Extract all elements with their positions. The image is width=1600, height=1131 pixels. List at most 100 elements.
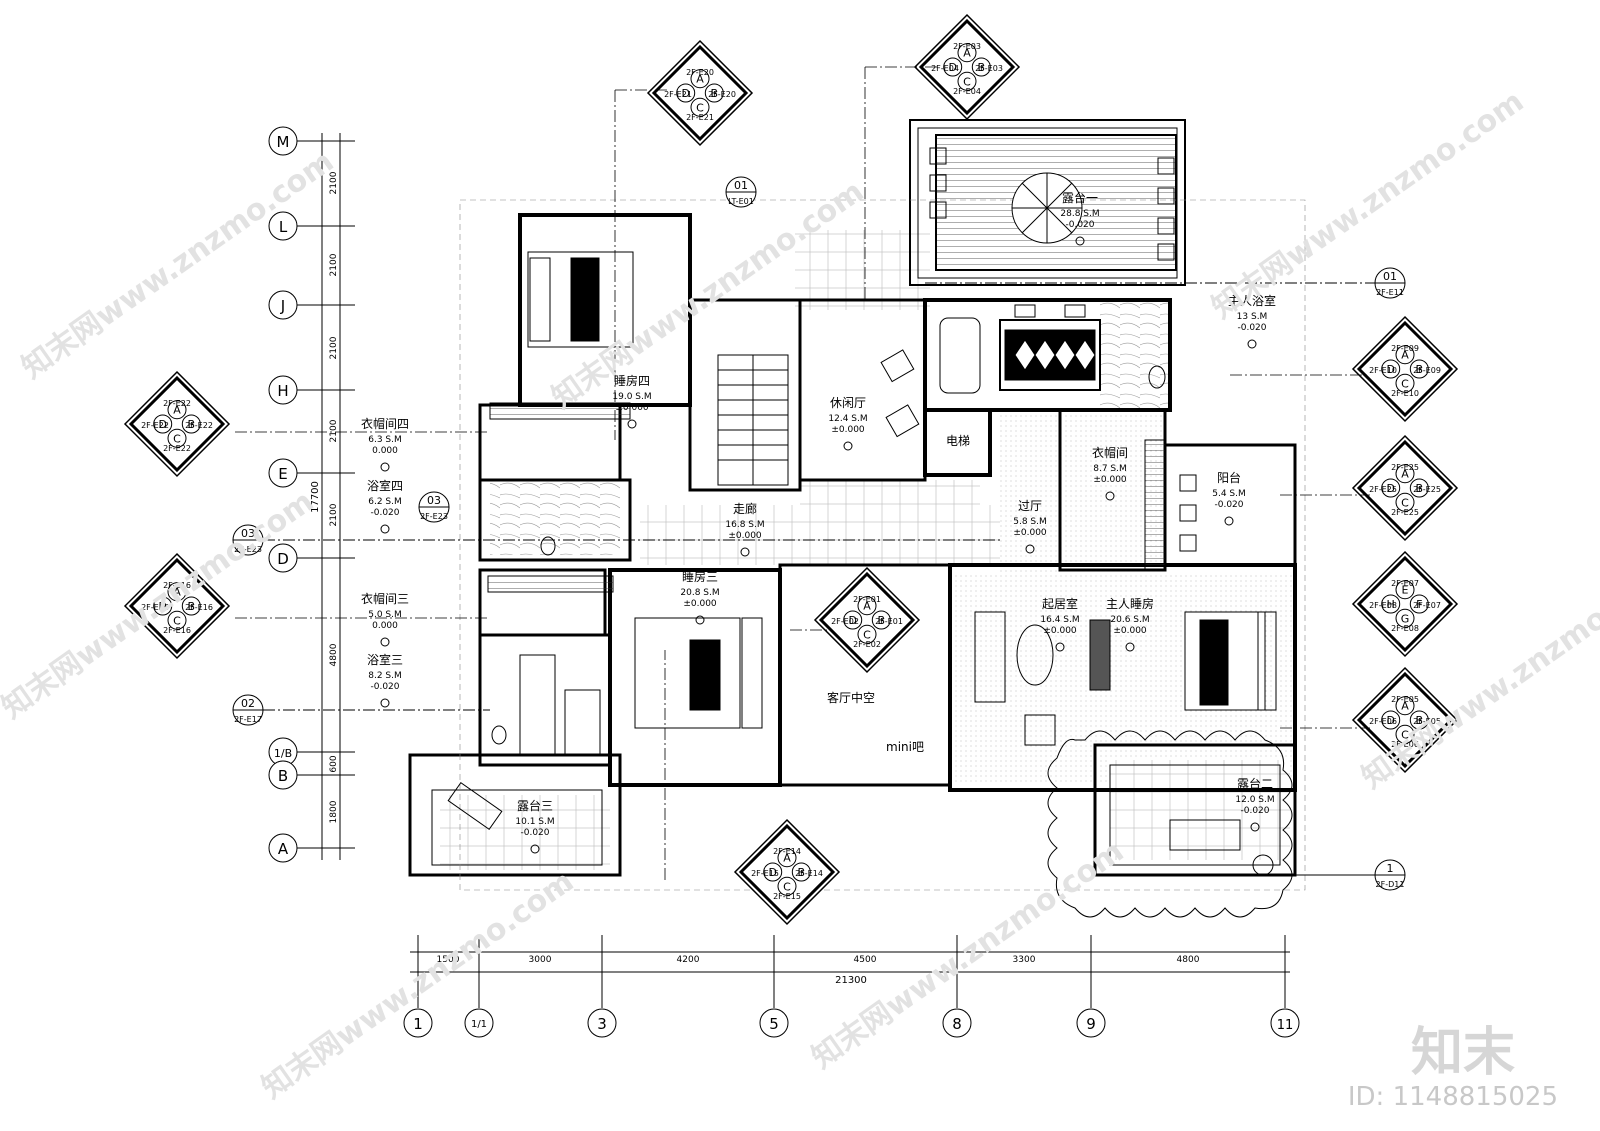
brand-logo: 知末 xyxy=(1410,1023,1515,1083)
svg-text:01: 01 xyxy=(734,179,748,192)
svg-text:G: G xyxy=(1401,612,1410,625)
svg-text:03: 03 xyxy=(241,527,255,540)
svg-text:2F-E23: 2F-E23 xyxy=(234,545,262,554)
svg-text:2F-E14: 2F-E14 xyxy=(795,869,823,878)
level-mark-icon xyxy=(380,524,390,534)
revision-cloud xyxy=(1047,730,1293,918)
grid-col-5: 5 xyxy=(759,1008,789,1038)
image-id: ID: 1148815025 xyxy=(1347,1082,1558,1112)
svg-text:2F-E08: 2F-E08 xyxy=(1369,601,1397,610)
svg-text:B: B xyxy=(798,866,806,879)
level-mark-icon xyxy=(530,844,540,854)
svg-text:A: A xyxy=(863,600,871,613)
floor-pattern xyxy=(1004,329,1096,381)
grid-row-H: H xyxy=(268,375,355,405)
room-name: 浴室三 xyxy=(367,652,403,667)
svg-text:B: B xyxy=(711,87,719,100)
grid-col-9: 9 xyxy=(1076,1008,1106,1038)
svg-text:A: A xyxy=(1401,349,1409,362)
room-area: 12.0 S.M xyxy=(1235,795,1274,805)
room-area: 20.8 S.M xyxy=(680,588,719,598)
room-area: 8.7 S.M xyxy=(1093,464,1127,474)
svg-text:D: D xyxy=(1386,482,1394,495)
svg-text:D: D xyxy=(158,418,166,431)
room-name: 起居室 xyxy=(1042,596,1078,611)
room-level: 0.000 xyxy=(372,621,398,631)
svg-text:2F-E16: 2F-E16 xyxy=(163,581,191,590)
stairs-icon xyxy=(718,355,788,485)
svg-text:600: 600 xyxy=(329,755,339,772)
svg-text:2F-E20: 2F-E20 xyxy=(686,68,714,77)
room-label-balcony: 阳台5.4 S.M-0.020 xyxy=(1212,470,1246,526)
svg-text:A: A xyxy=(963,47,971,60)
svg-text:02: 02 xyxy=(241,697,255,710)
room-label-elevator: 电梯 xyxy=(946,434,970,448)
svg-text:C: C xyxy=(1401,728,1409,741)
svg-text:2F-E25: 2F-E25 xyxy=(1369,485,1397,494)
room-area: 20.6 S.M xyxy=(1110,615,1149,625)
room-area: 28.8 S.M xyxy=(1060,209,1099,219)
room-name: 电梯 xyxy=(946,434,970,448)
svg-text:2F-E01: 2F-E01 xyxy=(853,595,881,604)
svg-text:2F-E02: 2F-E02 xyxy=(853,640,881,649)
svg-text:1/1: 1/1 xyxy=(471,1019,487,1030)
svg-text:4800: 4800 xyxy=(329,643,339,666)
svg-text:2F-E06: 2F-E06 xyxy=(1369,717,1397,726)
grid-label: B xyxy=(278,767,288,785)
col-grid-labels: 1 1/1 3 5 8 9 11 xyxy=(403,1008,1300,1038)
grid-row-B: B xyxy=(268,760,355,790)
svg-text:D: D xyxy=(768,866,776,879)
svg-text:F: F xyxy=(1416,598,1422,611)
grid-row-D: D xyxy=(268,543,355,573)
floor-surfaces xyxy=(440,134,1295,870)
elevation-symbols: ABCD2F-E202F-E202F-E212F-E21ABCD2F-E032F… xyxy=(123,13,1459,926)
room-level: ±0.000 xyxy=(1013,528,1047,538)
svg-text:A: A xyxy=(696,73,704,86)
room-name: 衣帽间四 xyxy=(361,416,409,431)
svg-text:03: 03 xyxy=(427,494,441,507)
room-area: 16.4 S.M xyxy=(1040,615,1079,625)
svg-text:1: 1 xyxy=(413,1015,423,1033)
room-area: 5.4 S.M xyxy=(1212,489,1246,499)
row-grid xyxy=(321,133,341,860)
room-name: 露台三 xyxy=(517,798,553,813)
room-level: -0.020 xyxy=(370,682,399,692)
section-markers: 01 LT-E01 01 2F-E11 03 2F-E23 03 2F-E23 … xyxy=(232,176,1406,891)
grid-label: L xyxy=(279,218,288,236)
svg-text:C: C xyxy=(783,880,791,893)
section-marker: 03 2F-E23 xyxy=(418,491,450,523)
room-area: 13 S.M xyxy=(1237,312,1268,322)
level-mark-icon xyxy=(843,441,853,451)
col-grid xyxy=(410,935,1290,1008)
grid-label: H xyxy=(277,382,288,400)
svg-text:3: 3 xyxy=(597,1015,607,1033)
svg-text:2F-E02: 2F-E02 xyxy=(831,617,859,626)
svg-text:LT-E01: LT-E01 xyxy=(728,197,754,206)
room-level: ±0.000 xyxy=(831,425,865,435)
svg-text:C: C xyxy=(1401,377,1409,390)
grid-col-1-1: 1/1 xyxy=(464,1008,494,1038)
level-mark-icon xyxy=(627,419,637,429)
walls xyxy=(408,119,1306,891)
svg-text:2F-E07: 2F-E07 xyxy=(1413,601,1441,610)
svg-text:4800: 4800 xyxy=(1177,955,1200,965)
svg-text:B: B xyxy=(978,61,986,74)
svg-text:B: B xyxy=(1416,482,1424,495)
svg-text:4500: 4500 xyxy=(854,955,877,965)
section-marker: 03 2F-E23 xyxy=(232,524,1000,556)
svg-text:2F-E04: 2F-E04 xyxy=(953,87,981,96)
svg-text:C: C xyxy=(1401,496,1409,509)
room-area: 8.2 S.M xyxy=(368,671,402,681)
planter-icon xyxy=(929,147,1175,261)
grid-row-L: L xyxy=(268,211,355,241)
svg-text:D: D xyxy=(158,600,166,613)
svg-text:2F-E11: 2F-E11 xyxy=(1376,288,1404,297)
svg-text:2F-E04: 2F-E04 xyxy=(931,64,959,73)
